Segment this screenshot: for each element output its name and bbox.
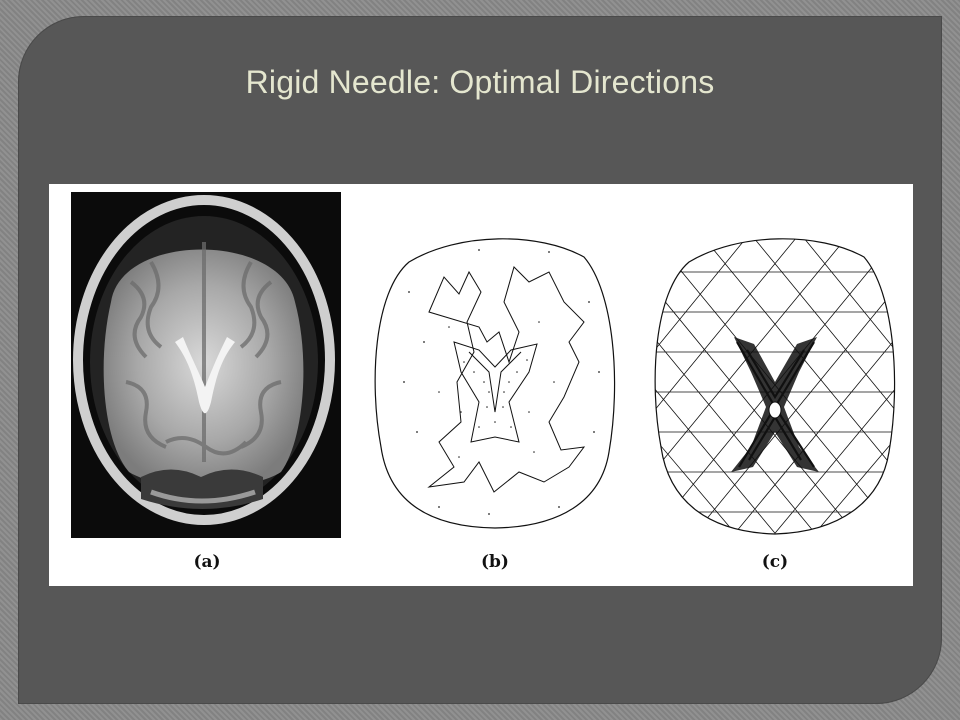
panel-a <box>71 192 341 538</box>
brain-mri-icon <box>71 192 341 538</box>
panel-c <box>649 232 901 538</box>
caption-a: (a) <box>193 552 221 572</box>
panel-b <box>369 232 621 532</box>
slide: Rigid Needle: Optimal Directions <box>18 16 942 704</box>
figure: (a) (b) (c) <box>49 184 913 586</box>
triangle-mesh-icon <box>654 238 896 535</box>
slide-title: Rigid Needle: Optimal Directions <box>245 64 715 100</box>
brain-outline-icon <box>374 238 616 529</box>
caption-c: (c) <box>761 552 789 572</box>
caption-b: (b) <box>481 552 509 572</box>
